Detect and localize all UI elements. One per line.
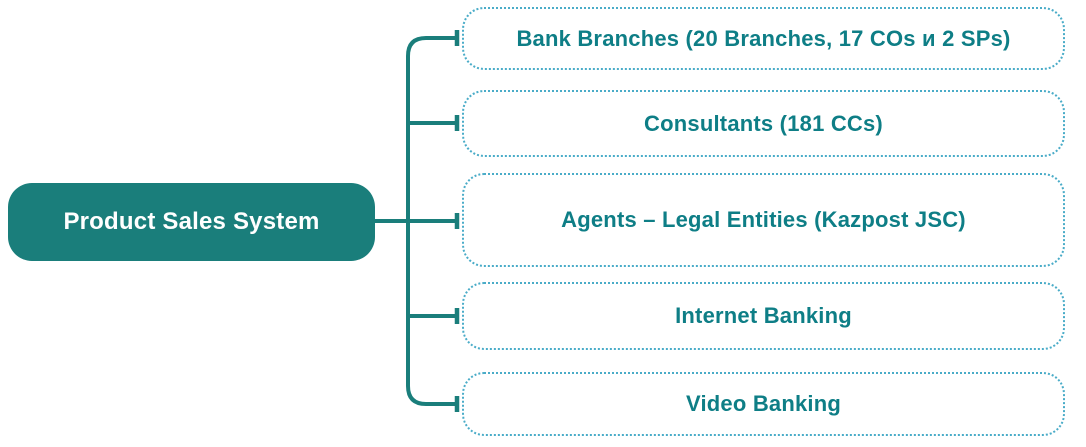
child-node-label: Agents – Legal Entities (Kazpost JSC) <box>561 207 966 232</box>
root-node-product-sales-system: Product Sales System <box>8 183 375 261</box>
child-node-video-banking: Video Banking <box>462 372 1065 436</box>
child-node-consultants: Consultants (181 CCs) <box>462 90 1065 157</box>
child-node-bank-branches: Bank Branches (20 Branches, 17 COs и 2 S… <box>462 7 1065 70</box>
child-node-internet-banking: Internet Banking <box>462 282 1065 350</box>
child-node-label: Bank Branches (20 Branches, 17 COs и 2 S… <box>516 25 1011 51</box>
connector-tree-path <box>375 36 455 406</box>
root-node-label: Product Sales System <box>63 208 320 235</box>
child-node-label: Video Banking <box>686 391 841 416</box>
child-node-label: Consultants (181 CCs) <box>644 110 883 136</box>
child-node-label: Internet Banking <box>675 303 852 328</box>
child-node-agents-legal-entities: Agents – Legal Entities (Kazpost JSC) <box>462 173 1065 267</box>
